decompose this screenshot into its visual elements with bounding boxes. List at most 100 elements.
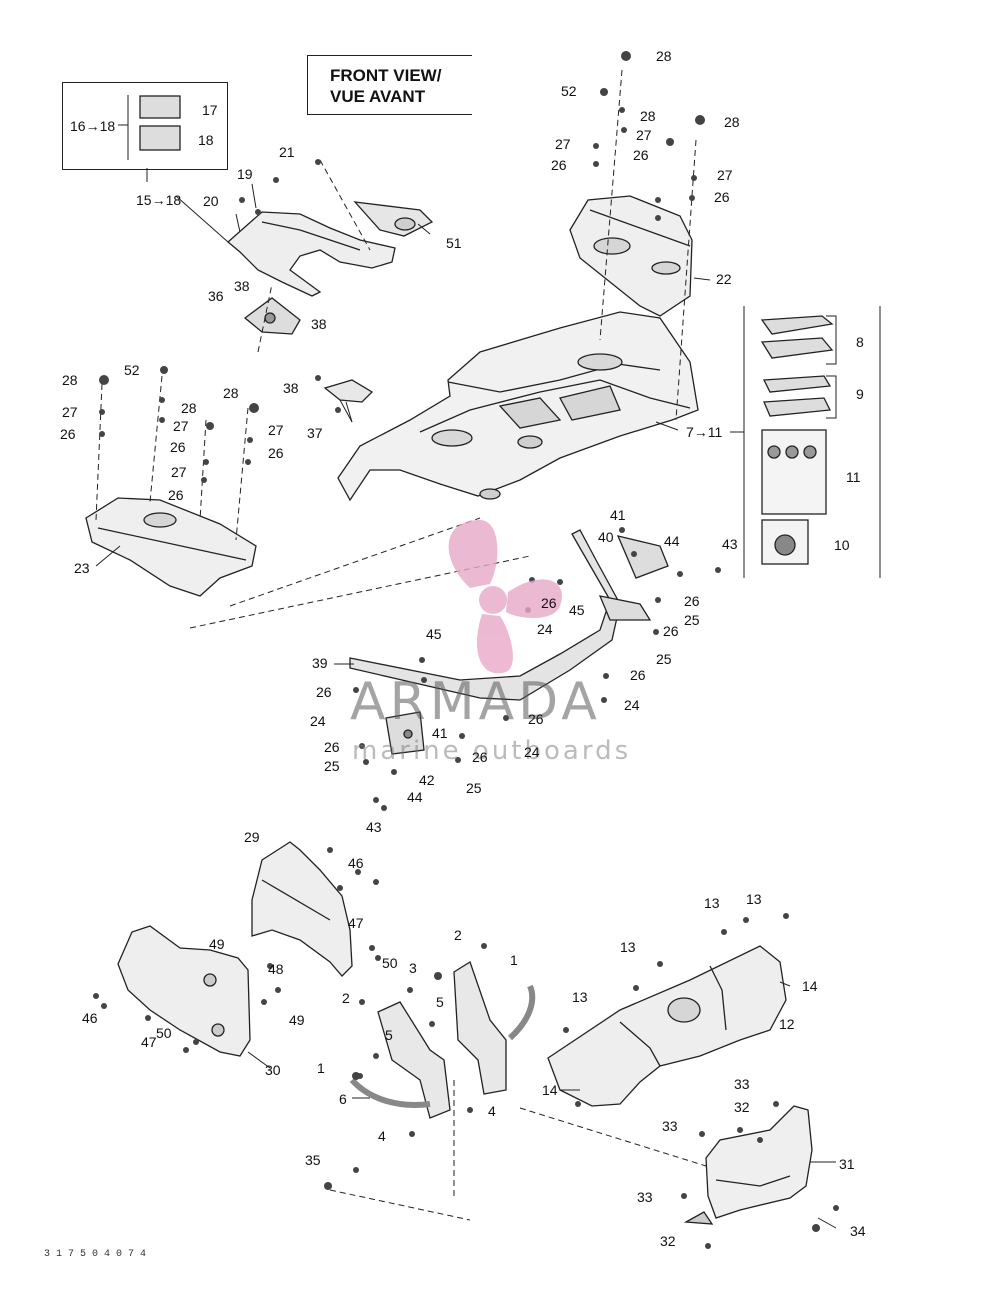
part-callout: 25: [324, 758, 340, 774]
front-fender-main: [337, 311, 699, 502]
part-callout: 27: [62, 404, 78, 420]
part-callout: 21: [279, 144, 295, 160]
part-callout: 27: [717, 167, 733, 183]
part-callout: 4: [378, 1128, 386, 1144]
group-brackets: [118, 95, 881, 578]
part-callout: 19: [237, 166, 253, 182]
part-callout: 3: [409, 960, 417, 976]
part-callout: 4: [488, 1103, 496, 1119]
front-rack-22: [569, 195, 693, 317]
part-callout: 26: [472, 749, 488, 765]
part-callout: 38: [283, 380, 299, 396]
part-callout: 32: [660, 1233, 676, 1249]
decal-17-label: 17: [202, 102, 218, 118]
part-callout: 48: [268, 961, 284, 977]
decal-group-box: [62, 82, 228, 170]
small-bracket: [243, 297, 301, 335]
part-callout: 28: [181, 400, 197, 416]
part-callout: 12: [779, 1016, 795, 1032]
fasteners: [93, 51, 839, 1249]
part-callout: 26: [633, 147, 649, 163]
watermark-subtitle: marine outboards: [352, 736, 632, 766]
part-callout: 49: [209, 936, 225, 952]
part-callout: 26: [268, 445, 284, 461]
side-panel-30: [117, 925, 251, 1057]
part-callout: 27: [555, 136, 571, 152]
title-line-2: VUE AVANT: [330, 87, 426, 106]
part-callout: 26: [684, 593, 700, 609]
part-callout: 52: [561, 83, 577, 99]
part-callout: 33: [662, 1118, 678, 1134]
part-callout: 46: [348, 855, 364, 871]
part-callout: 39: [312, 655, 328, 671]
front-cover-upper: [227, 201, 434, 297]
part-callout: 14: [542, 1082, 558, 1098]
part-callout: 34: [850, 1223, 866, 1239]
part-callout: 2: [342, 990, 350, 1006]
part-callout: 24: [537, 621, 553, 637]
part-callout: 24: [524, 744, 540, 760]
part-callout: 28: [724, 114, 740, 130]
decal-callout-label: 15→18: [136, 192, 182, 208]
side-panel-29: [251, 841, 353, 977]
part-callout: 38: [234, 278, 250, 294]
part-callout: 1: [510, 952, 518, 968]
part-callout: 38: [311, 316, 327, 332]
part-callout: 28: [640, 108, 656, 124]
part-callout: 5: [436, 994, 444, 1010]
side-group-range-label: 7→11: [686, 424, 723, 440]
part-callout: 44: [407, 789, 423, 805]
watermark-brand: ARMADA: [350, 672, 601, 732]
part-callout: 33: [637, 1189, 653, 1205]
part-callout: 1: [317, 1060, 325, 1076]
part-callout: 32: [734, 1099, 750, 1115]
side-group-11-label: 11: [846, 469, 861, 485]
part-callout: 14: [802, 978, 818, 994]
side-group-10-label: 10: [834, 537, 850, 553]
part-callout: 37: [307, 425, 323, 441]
part-callout: 6: [339, 1091, 347, 1107]
part-callout: 26: [316, 684, 332, 700]
part-callout: 41: [610, 507, 626, 523]
part-callout: 26: [324, 739, 340, 755]
part-callout: 26: [551, 157, 567, 173]
part-callout: 43: [366, 819, 382, 835]
part-callout: 13: [704, 895, 720, 911]
part-callout: 25: [466, 780, 482, 796]
guide-lines: [95, 69, 707, 1221]
part-callout: 26: [541, 595, 557, 611]
part-callout: 24: [310, 713, 326, 729]
part-callout: 27: [268, 422, 284, 438]
part-callout: 31: [839, 1156, 855, 1172]
part-callout: 26: [60, 426, 76, 442]
part-callout: 46: [82, 1010, 98, 1026]
title-box: [307, 55, 472, 115]
decal-group-label: 16→18: [70, 118, 116, 134]
part-callout: 51: [446, 235, 462, 251]
part-callout: 28: [62, 372, 78, 388]
part-callout: 24: [624, 697, 640, 713]
part-callout: 42: [419, 772, 435, 788]
part-callout: 26: [528, 711, 544, 727]
part-callout: 44: [664, 533, 680, 549]
front-bumper-12: [547, 945, 787, 1107]
watermark-propeller: [448, 520, 562, 674]
part-callout: 25: [684, 612, 700, 628]
part-callout: 26: [714, 189, 730, 205]
part-callout: 13: [572, 989, 588, 1005]
part-callout: 50: [382, 955, 398, 971]
part-callout: 27: [171, 464, 187, 480]
part-callout: 5: [385, 1027, 393, 1043]
part-callout: 22: [716, 271, 732, 287]
part-callout: 13: [746, 891, 762, 907]
part-callout: 26: [168, 487, 184, 503]
part-callout: 26: [663, 623, 679, 639]
part-callout: 29: [244, 829, 260, 845]
part-callout: 28: [656, 48, 672, 64]
part-callout: 36: [208, 288, 224, 304]
decal-samples: [139, 95, 834, 565]
leader-lines: [95, 183, 837, 1229]
part-callout: 13: [620, 939, 636, 955]
part-callout: 30: [265, 1062, 281, 1078]
